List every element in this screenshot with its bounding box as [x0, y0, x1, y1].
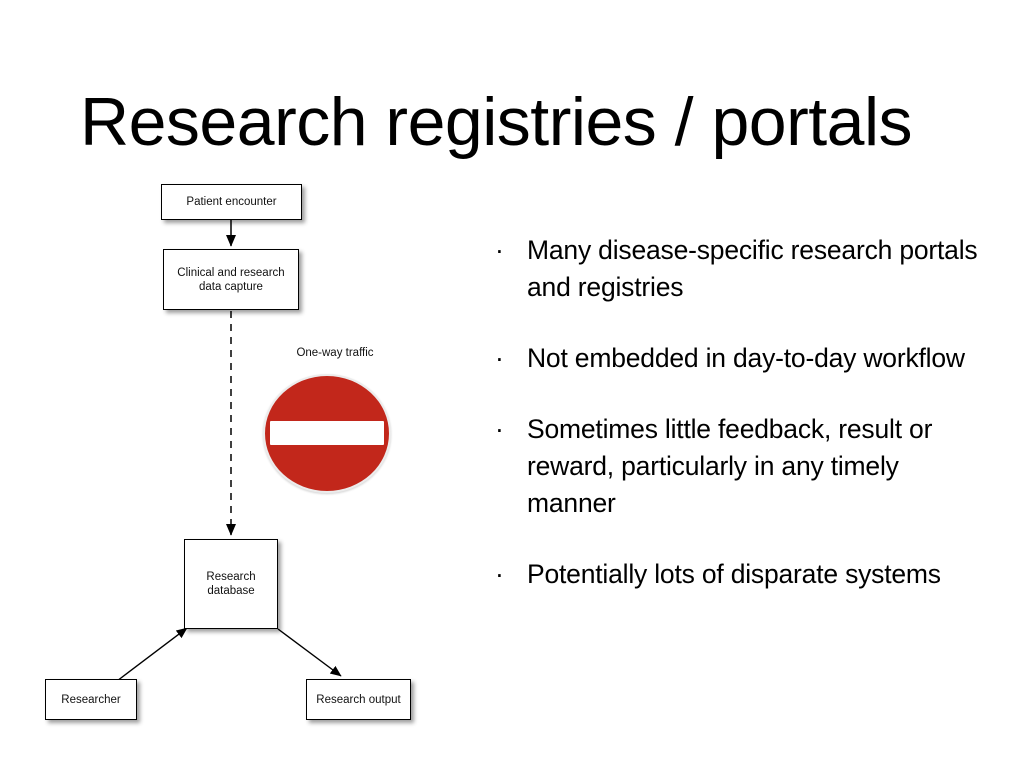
bullet-marker-icon: · [495, 235, 504, 265]
no-entry-icon [263, 374, 391, 493]
bullet-list: · Many disease-specific research portals… [492, 232, 992, 593]
node-research-output[interactable]: Research output [306, 679, 411, 720]
page-title: Research registries / portals [80, 84, 913, 160]
node-patient-encounter-label: Patient encounter [186, 196, 277, 208]
bullet-marker-icon: · [495, 559, 504, 589]
list-item: · Sometimes little feedback, result or r… [492, 411, 992, 522]
node-research-database-line1: Research [206, 571, 256, 583]
node-research-output-label: Research output [316, 693, 401, 706]
edge-researcher-to-database [116, 627, 188, 682]
node-research-database-label: Research database [206, 570, 255, 598]
list-item: · Many disease-specific research portals… [492, 232, 992, 306]
diagram-connectors [116, 220, 342, 682]
list-item: · Potentially lots of disparate systems [492, 556, 992, 593]
node-data-capture-label: Clinical and research data capture [177, 266, 284, 294]
node-research-database-line2: database [207, 585, 255, 597]
edge-database-to-output [277, 628, 342, 677]
list-item-text: Many disease-specific research portals a… [527, 235, 978, 302]
node-researcher-label: Researcher [61, 693, 121, 706]
node-clinical-research-data-capture[interactable]: Clinical and research data capture [163, 249, 299, 310]
node-data-capture-line1: Clinical and research [177, 266, 285, 279]
list-item-text: Potentially lots of disparate systems [527, 559, 941, 589]
node-patient-encounter[interactable]: Patient encounter [161, 184, 302, 220]
one-way-traffic-label: One-way traffic [296, 347, 374, 359]
node-research-database[interactable]: Research database [184, 539, 278, 629]
list-item-text: Sometimes little feedback, result or rew… [527, 414, 933, 518]
node-researcher[interactable]: Researcher [45, 679, 137, 720]
list-item: · Not embedded in day-to-day workflow [492, 340, 992, 377]
bullet-marker-icon: · [495, 414, 504, 444]
no-entry-bar [270, 421, 384, 445]
list-item-text: Not embedded in day-to-day workflow [527, 343, 965, 373]
workflow-diagram: Patient encounter Clinical and research … [0, 0, 470, 768]
bullet-marker-icon: · [495, 343, 504, 373]
node-data-capture-line2: data capture [199, 280, 263, 293]
